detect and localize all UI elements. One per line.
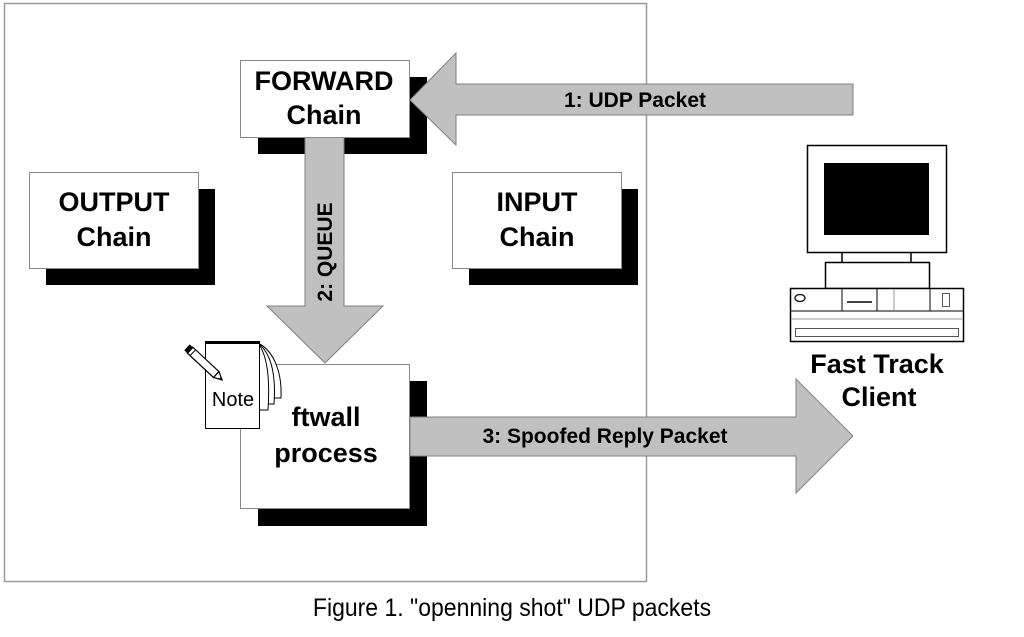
forward-chain-line1: FORWARD [255,66,394,96]
client-label-line2: Client [841,382,916,412]
notepad-with-pencil-icon: Note [184,341,282,429]
note-label: Note [212,389,254,411]
input-chain-box: INPUT Chain [452,172,638,285]
ftwall-process-box: ftwall process [240,364,410,509]
spoofed-reply-arrow-shape [409,377,854,495]
output-chain-line1: OUTPUT [59,187,171,217]
monitor-stand [824,261,931,290]
input-chain-line1: INPUT [497,187,579,217]
output-chain-box: OUTPUT Chain [29,172,215,285]
spoofed-reply-arrow: 3: Spoofed Reply Packet [409,377,854,495]
ftwall-process-line2: process [274,438,378,468]
desktop-computer-icon [789,144,965,343]
forward-chain-line2: Chain [286,100,361,130]
forward-chain-box: FORWARD Chain [240,60,410,138]
queue-arrow: 2: QUEUE [265,136,385,364]
client-label-line1: Fast Track [810,349,945,379]
udp-packet-arrow-shape [409,51,854,147]
queue-arrow-label: 2: QUEUE [314,202,337,301]
monitor-screen [824,163,929,235]
input-chain-body [452,172,622,269]
output-chain-line2: Chain [76,222,151,252]
output-chain-body [29,172,199,269]
spoofed-reply-arrow-label: 3: Spoofed Reply Packet [482,425,727,448]
input-chain-line2: Chain [499,222,574,252]
queue-arrow-shape [265,136,385,364]
pencil-icon [184,344,224,381]
udp-packet-arrow-label: 1: UDP Packet [564,89,706,112]
forward-chain-body [240,60,410,138]
figure-caption: Figure 1. "openning shot" UDP packets [312,594,712,622]
ftwall-process-line1: ftwall [291,402,360,432]
udp-packet-arrow: 1: UDP Packet [409,51,854,147]
